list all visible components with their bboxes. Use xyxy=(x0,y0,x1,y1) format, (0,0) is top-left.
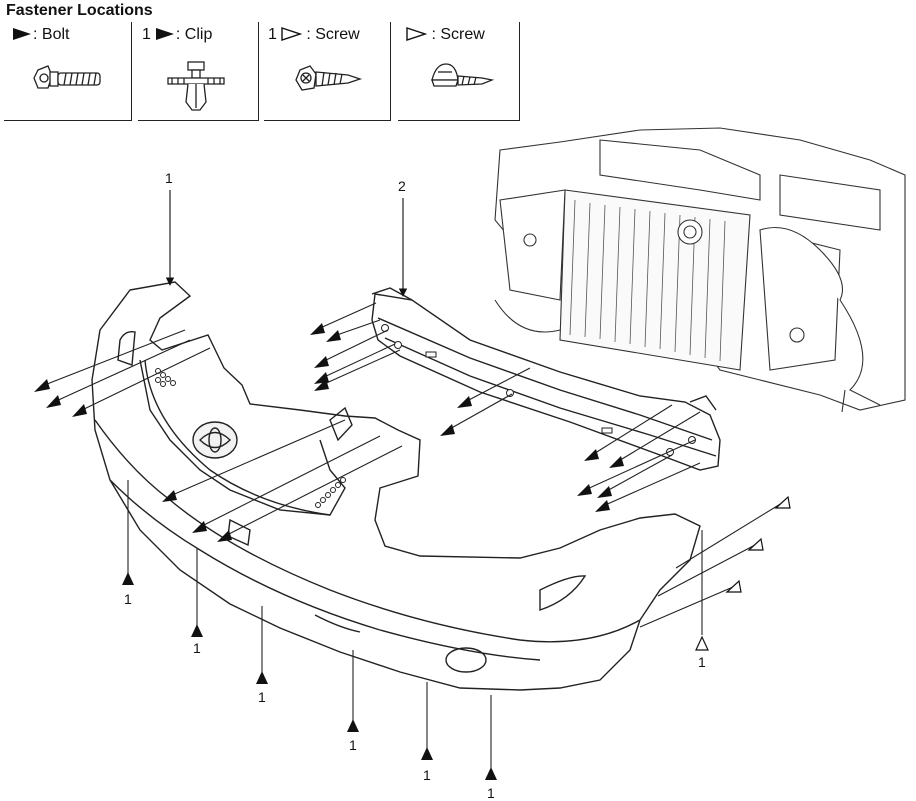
flange-screw-icon xyxy=(431,63,495,87)
callout-leaders xyxy=(165,190,408,297)
legend-screw-2-label: : Screw xyxy=(402,26,485,44)
callout-clip-2: 1 xyxy=(193,640,201,656)
clip-icon xyxy=(167,61,225,111)
callout-clip-1: 1 xyxy=(124,591,132,607)
legend-screw-1-label: 1 : Screw xyxy=(268,26,360,43)
legend-bolt-label: : Bolt xyxy=(8,26,69,44)
fastener-leader-lines xyxy=(41,302,783,768)
hollow-arrowheads xyxy=(695,495,791,651)
legend-screw-2: : Screw xyxy=(398,22,520,121)
solid-triangle-icon xyxy=(155,28,174,40)
legend-clip-label: 1: Clip xyxy=(142,26,213,43)
screw-icon xyxy=(295,65,363,91)
vehicle-radiator-support xyxy=(494,127,906,413)
callout-reinforcement-beam: 2 xyxy=(398,178,406,194)
hollow-triangle-icon xyxy=(406,27,428,41)
legend-clip: 1: Clip xyxy=(138,22,259,121)
callout-clip-4: 1 xyxy=(349,737,357,753)
bolt-icon xyxy=(33,65,101,89)
legend-bolt: : Bolt xyxy=(4,22,132,121)
legend-title: Fastener Locations xyxy=(6,2,153,19)
hollow-triangle-icon xyxy=(281,27,303,41)
callout-bumper-cover: 1 xyxy=(165,170,173,186)
callout-clip-3: 1 xyxy=(258,689,266,705)
callout-clip-5: 1 xyxy=(423,767,431,783)
callout-screw: 1 xyxy=(698,654,706,670)
legend-screw-1: 1 : Screw xyxy=(264,22,391,121)
bumper-cover xyxy=(91,281,701,691)
solid-arrowheads xyxy=(34,323,624,780)
solid-triangle-icon xyxy=(13,28,31,40)
callout-clip-6: 1 xyxy=(487,785,495,801)
bumper-reinforcement-beam xyxy=(371,287,721,471)
